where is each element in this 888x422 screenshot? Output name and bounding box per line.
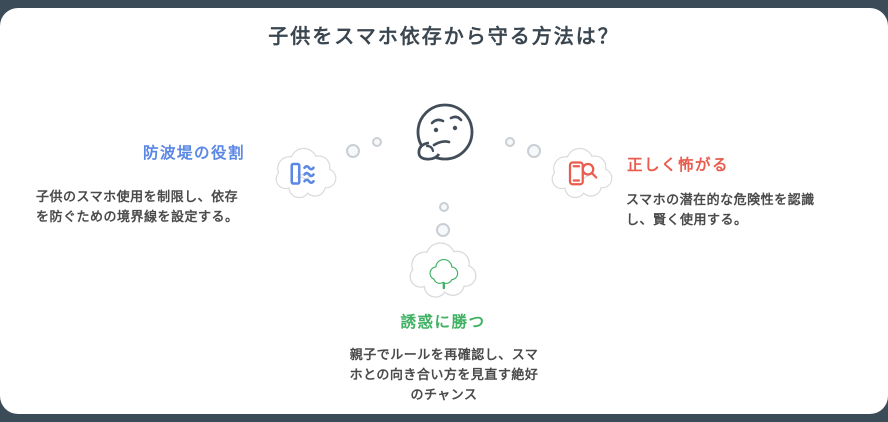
thought-cloud-left xyxy=(275,147,337,199)
page-title: 子供をスマホ依存から守る方法は？ xyxy=(268,24,620,48)
node-desc-breakwater: 子供のスマホ使用を制限し、依存を防ぐための境界線を設定する。 xyxy=(36,190,239,226)
thinking-face-icon xyxy=(416,103,474,161)
thought-dot xyxy=(372,137,382,147)
thought-dot xyxy=(439,202,449,212)
thought-cloud-right xyxy=(551,147,613,199)
node-desc-fear-correctly: スマホの潜在的な危険性を認識し、賢く使用する。 xyxy=(626,193,815,229)
green-cloud-icon xyxy=(429,258,459,290)
node-label-breakwater: 防波堤の役割 xyxy=(143,144,246,162)
thought-cloud-bottom xyxy=(409,242,477,298)
phone-magnifier-icon xyxy=(568,161,598,186)
thought-dot xyxy=(346,144,360,158)
thought-dot xyxy=(505,137,515,147)
node-label-beat-temptation: 誘惑に勝つ xyxy=(400,313,486,331)
breakwater-wave-icon xyxy=(290,162,315,185)
node-desc-beat-temptation: 親子でルールを再確認し、スマホとの向き合い方を見直す絶好のチャンス xyxy=(349,348,539,404)
thought-dot xyxy=(527,144,541,158)
thought-dot xyxy=(436,223,450,237)
node-label-fear-correctly: 正しく怖がる xyxy=(627,156,730,174)
